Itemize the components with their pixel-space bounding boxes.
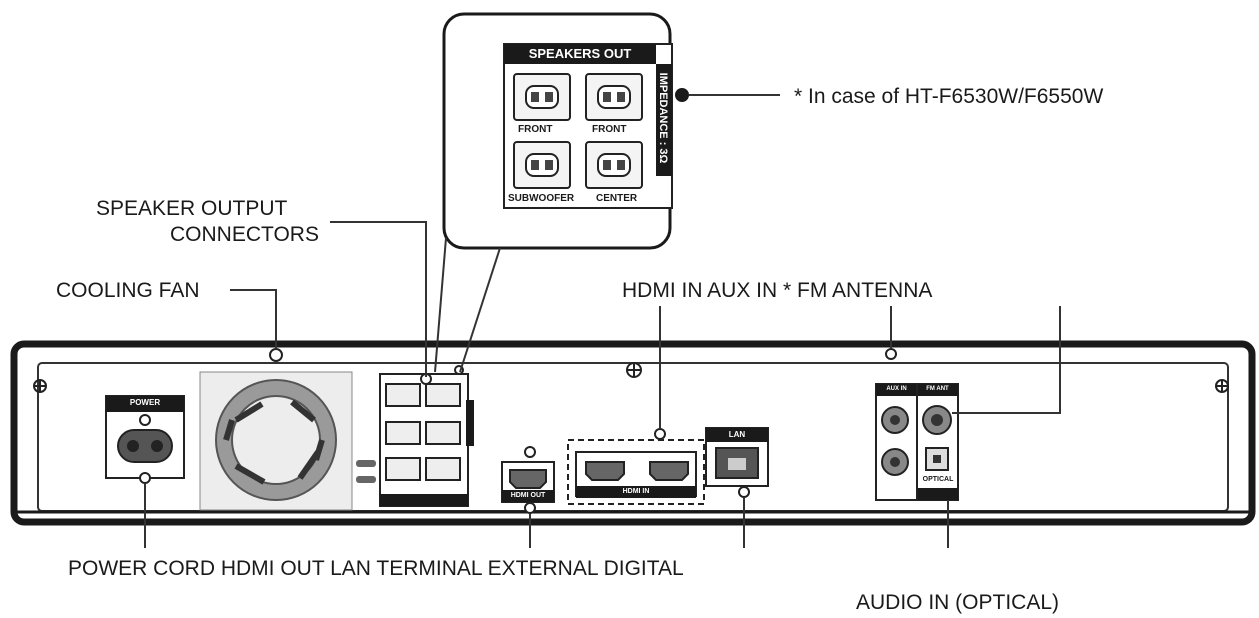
- inset-front-left-label: FRONT: [518, 124, 553, 135]
- cooling-fan-label: COOLING FAN: [56, 279, 200, 302]
- lan-port: [705, 427, 769, 498]
- leader-lines: [144, 94, 1061, 548]
- panel-hdmi-out-label: HDMI OUT: [510, 492, 546, 499]
- inset-front-right-label: FRONT: [592, 124, 627, 135]
- audio-in-optical-label: AUDIO IN (OPTICAL): [856, 591, 1060, 614]
- hdmi-aux-fm-label: HDMI IN AUX IN * FM ANTENNA: [622, 279, 933, 302]
- aux-fm-optical-block: [875, 348, 959, 501]
- model-note-label: * In case of HT-F6530W/F6550W: [794, 85, 1104, 108]
- panel-optical-label: OPTICAL: [922, 476, 954, 483]
- inset-center-label: CENTER: [596, 193, 638, 204]
- speaker-output-block: [379, 365, 474, 507]
- hdmi-in-ports: [567, 428, 705, 505]
- panel-fm-ant-label: FM ANT: [926, 386, 949, 392]
- speakers-out-inset: [442, 12, 689, 250]
- connectors-label: CONNECTORS: [170, 223, 319, 246]
- inset-header: SPEAKERS OUT: [528, 46, 632, 61]
- power-socket: [105, 395, 185, 484]
- speaker-output-label: SPEAKER OUTPUT: [96, 197, 288, 220]
- panel-aux-in-label: AUX IN: [886, 386, 907, 392]
- inset-subwoofer-label: SUBWOOFER: [508, 193, 575, 204]
- panel-hdmi-in-label: HDMI IN: [622, 488, 650, 495]
- cooling-fan-icon: [199, 348, 376, 511]
- panel-power-label: POWER: [129, 398, 161, 407]
- inset-impedance: IMPEDANCE : 3Ω: [657, 72, 669, 164]
- screw-icon: [33, 362, 1229, 393]
- hdmi-out-port: [501, 446, 555, 514]
- panel-lan-label: LAN: [728, 430, 746, 439]
- bottom-row-label: POWER CORD HDMI OUT LAN TERMINAL EXTERNA…: [68, 557, 684, 580]
